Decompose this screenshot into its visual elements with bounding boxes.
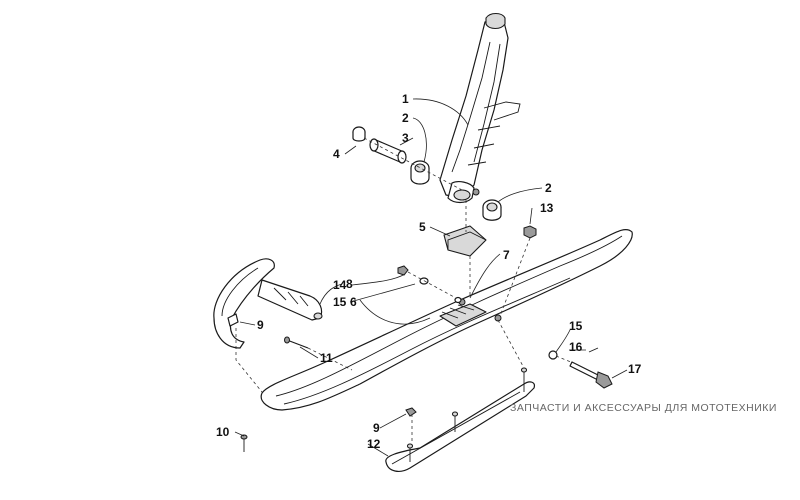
- label-part-12: 12: [367, 437, 381, 451]
- label-part-5: 5: [419, 220, 426, 234]
- pin-16: [588, 347, 599, 353]
- label-part-9: 9: [373, 421, 380, 435]
- label-part-2: 2: [545, 181, 552, 195]
- label-part-13: 13: [540, 201, 554, 215]
- washer-15-lower: [548, 350, 558, 360]
- washer-15-upper: [454, 296, 462, 304]
- label-part-6: 6: [350, 295, 357, 309]
- rubber-pad: [443, 225, 487, 257]
- label-part-11: 11: [320, 351, 333, 365]
- label-part-14: 14: [333, 278, 347, 292]
- label-part-17: 17: [628, 362, 642, 376]
- bolt-17: [569, 361, 613, 389]
- spindle-part: [439, 12, 521, 204]
- nut-9-lower: [405, 407, 417, 417]
- label-part-7: 7: [503, 248, 510, 262]
- label-part-16: 16: [569, 340, 583, 354]
- ski-body: [260, 228, 633, 411]
- bolt-10: [240, 434, 248, 452]
- bolt-11: [284, 336, 309, 349]
- nut-14: [397, 265, 429, 285]
- label-part-15: 15: [569, 319, 583, 333]
- bushing-upper: [410, 160, 430, 185]
- spacer-tube: [369, 138, 407, 164]
- label-part-2: 2: [402, 111, 409, 125]
- label-part-4: 4: [333, 147, 340, 161]
- nut-top: [523, 225, 537, 239]
- leader-lines: [234, 98, 628, 457]
- assembly-lines: [235, 137, 577, 444]
- label-part-1: 1: [402, 92, 409, 106]
- bolt-9-upper: [227, 313, 239, 327]
- label-part-10: 10: [216, 425, 230, 439]
- label-part-8: 8: [346, 277, 353, 291]
- cap-washer: [352, 126, 366, 142]
- label-part-15: 15: [333, 295, 347, 309]
- label-part-9: 9: [257, 318, 264, 332]
- wear-bar: [385, 367, 535, 472]
- part-labels: 1 2 3 4 2 13 5 7 14 8 15 6 9 11 15 16 17…: [216, 92, 642, 451]
- label-part-3: 3: [402, 131, 409, 145]
- bushing-lower: [482, 199, 502, 221]
- ski-handle: [213, 258, 323, 349]
